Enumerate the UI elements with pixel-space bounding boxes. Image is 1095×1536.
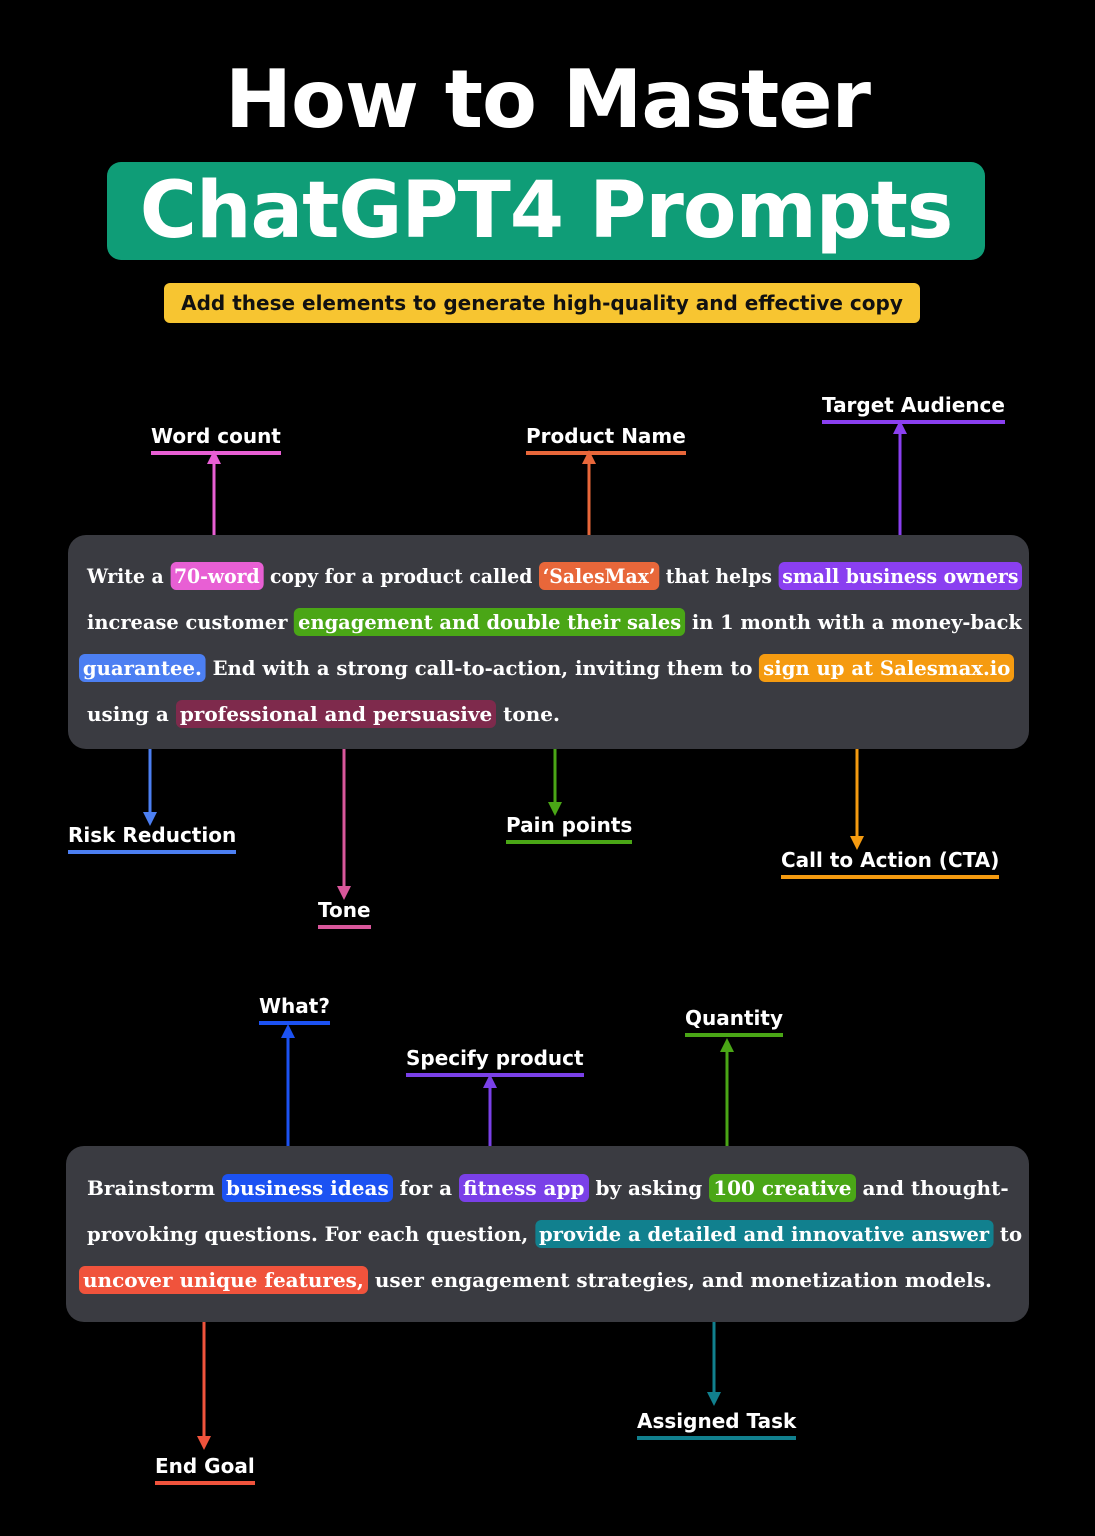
prompt-text: for a (392, 1176, 460, 1200)
arrowhead-assigned-task (707, 1392, 721, 1406)
label-cta: Call to Action (CTA) (781, 848, 1000, 879)
highlight-product-name: ‘SalesMax’ (538, 562, 660, 590)
highlight-target-audience: small business owners (778, 562, 1023, 590)
highlight-assigned-task: provide a detailed and innovative answer (535, 1220, 994, 1248)
arrowhead-end-goal (197, 1436, 211, 1450)
highlight-end-goal: uncover unique features, (79, 1266, 368, 1294)
highlight-word-count: 70-word (170, 562, 264, 590)
label-risk-reduction: Risk Reduction (68, 823, 237, 854)
highlight-quantity: 100 creative (709, 1174, 856, 1202)
prompt-text: increase customer (87, 610, 295, 634)
highlight-cta: sign up at Salesmax.io (759, 654, 1015, 682)
prompt-text: tone. (496, 702, 560, 726)
arrowhead-cta (850, 836, 864, 850)
highlight-risk-reduction: guarantee. (79, 654, 206, 682)
highlight-tone: professional and persuasive (175, 700, 497, 728)
label-target-audience: Target Audience (822, 393, 1005, 424)
prompt-text: in 1 month with a money-back (685, 610, 1022, 634)
arrowhead-tone (337, 886, 351, 900)
label-specify-product: Specify product (406, 1046, 584, 1077)
arrowhead-target-audience (893, 420, 907, 434)
arrowhead-what (281, 1024, 295, 1038)
subtitle-banner: Add these elements to generate high-qual… (164, 283, 920, 323)
highlight-pain-points: engagement and double their sales (294, 608, 686, 636)
prompt-text: Write a (87, 564, 171, 588)
prompt-text: that helps (659, 564, 779, 588)
label-end-goal: End Goal (155, 1454, 255, 1485)
highlight-what: business ideas (222, 1174, 393, 1202)
prompt-text: Brainstorm (87, 1176, 223, 1200)
label-product-name: Product Name (526, 424, 686, 455)
prompt-text: End with a strong call-to-action, inviti… (205, 656, 760, 680)
label-what: What? (259, 994, 330, 1025)
prompt-text: copy for a product called (263, 564, 539, 588)
label-quantity: Quantity (685, 1006, 783, 1037)
page-title: How to Master (225, 53, 871, 146)
arrowhead-pain-points (548, 802, 562, 816)
prompt-text: user engagement strategies, and monetiza… (367, 1268, 992, 1292)
label-pain-points: Pain points (506, 813, 633, 844)
arrowhead-quantity (720, 1038, 734, 1052)
title-highlight: ChatGPT4 Prompts (107, 162, 985, 260)
arrowhead-product-name (582, 450, 596, 464)
arrowhead-specify-product (483, 1074, 497, 1088)
label-tone: Tone (318, 898, 371, 929)
label-word-count: Word count (151, 424, 281, 455)
prompt-text: provoking questions. For each question, (87, 1222, 536, 1246)
prompt-text: by asking (588, 1176, 710, 1200)
label-assigned-task: Assigned Task (637, 1409, 797, 1440)
prompt-text: and thought- (855, 1176, 1009, 1200)
highlight-specify-product: fitness app (459, 1174, 589, 1202)
prompt-text: to (993, 1222, 1023, 1246)
prompt-text: using a (87, 702, 176, 726)
arrowhead-word-count (207, 450, 221, 464)
arrowhead-risk-reduction (143, 812, 157, 826)
